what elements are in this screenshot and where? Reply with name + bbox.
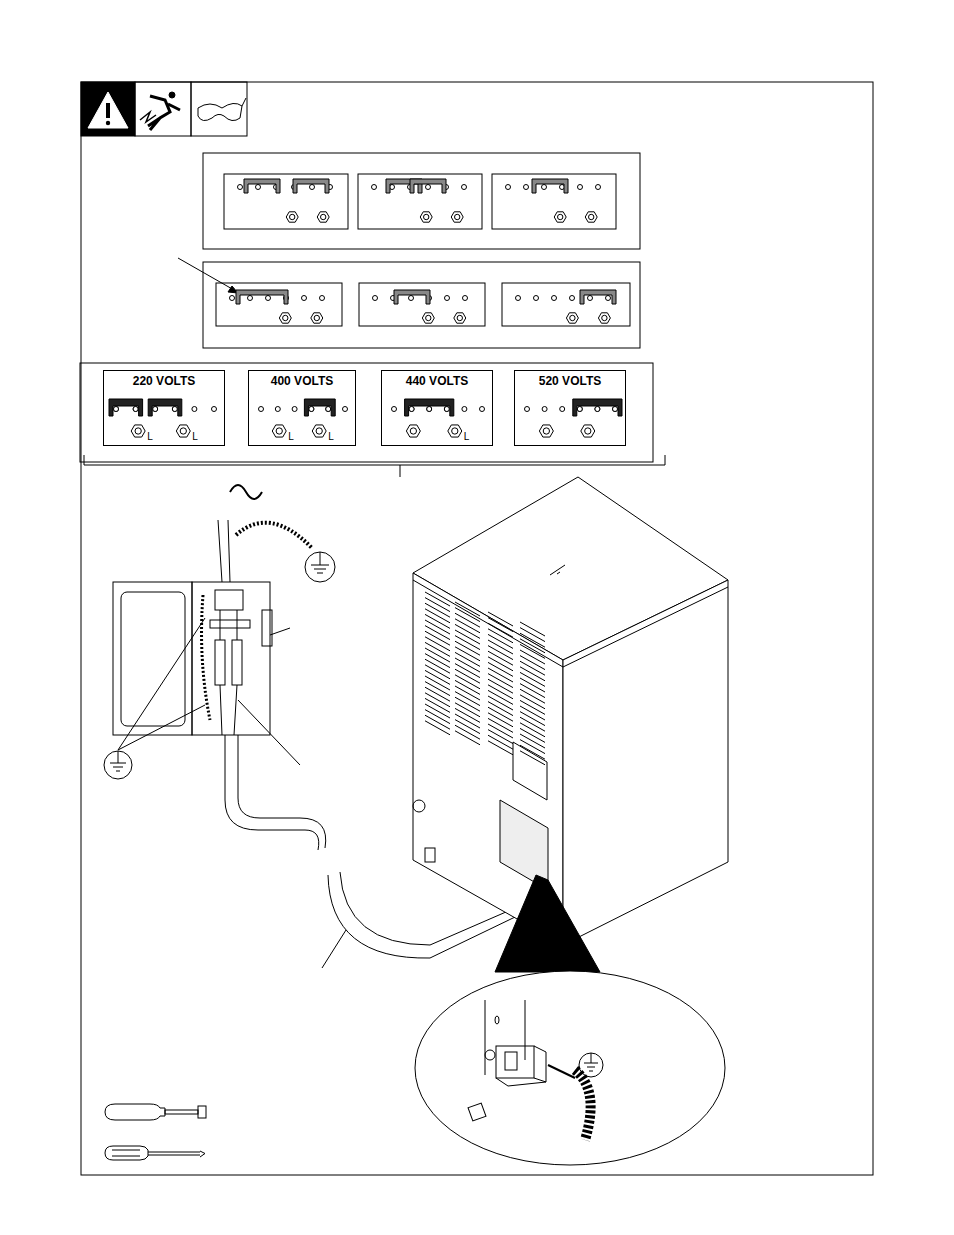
- linkboard: [373, 290, 468, 323]
- voltage-linkboard: 400 VOLTS L L: [248, 370, 356, 446]
- voltage-label: 520 VOLTS: [515, 374, 625, 388]
- linkboard: [230, 290, 325, 323]
- voltage-linkboard: 220 VOLTS L L: [103, 370, 225, 446]
- disconnect-box: [113, 582, 300, 765]
- terminal-label: L: [288, 431, 294, 442]
- terminal-label: L: [192, 431, 198, 442]
- frame: [81, 82, 873, 1175]
- ground-terminal: [468, 1000, 603, 1140]
- leader-line: [322, 930, 346, 968]
- screwdriver-icon: [105, 1104, 206, 1160]
- voltage-label: 220 VOLTS: [104, 374, 224, 388]
- voltage-label: 440 VOLTS: [382, 374, 492, 388]
- leader-line: [178, 258, 234, 290]
- warning-icon: [81, 82, 135, 136]
- panel: [80, 363, 653, 462]
- linkboard: [506, 179, 601, 222]
- panel: [203, 153, 640, 249]
- input-cable: [225, 735, 319, 850]
- ground-symbol: [104, 618, 205, 779]
- voltage-linkboard: 440 VOLTS L: [381, 370, 493, 446]
- bracket: [84, 455, 665, 477]
- detail-view: [415, 971, 725, 1165]
- linkboard: [238, 179, 333, 222]
- ac-symbol: [230, 485, 262, 499]
- terminal-label: L: [464, 431, 470, 442]
- welding-machine: [413, 477, 728, 945]
- voltage-linkboard: 520 VOLTS: [514, 370, 626, 446]
- terminal-label: L: [147, 431, 153, 442]
- shock-icon: [135, 82, 191, 136]
- panel: [203, 262, 640, 348]
- supply-wires: [218, 520, 312, 582]
- linkboard: [372, 179, 467, 222]
- linkboard: [224, 174, 616, 229]
- terminal-label: L: [328, 431, 334, 442]
- linkboard: [216, 283, 630, 326]
- zoom-pointer: [495, 875, 600, 972]
- ground-symbol: [305, 552, 335, 582]
- voltage-label: 400 VOLTS: [249, 374, 355, 388]
- linkboard: [516, 290, 617, 323]
- goggles-icon: [191, 82, 247, 136]
